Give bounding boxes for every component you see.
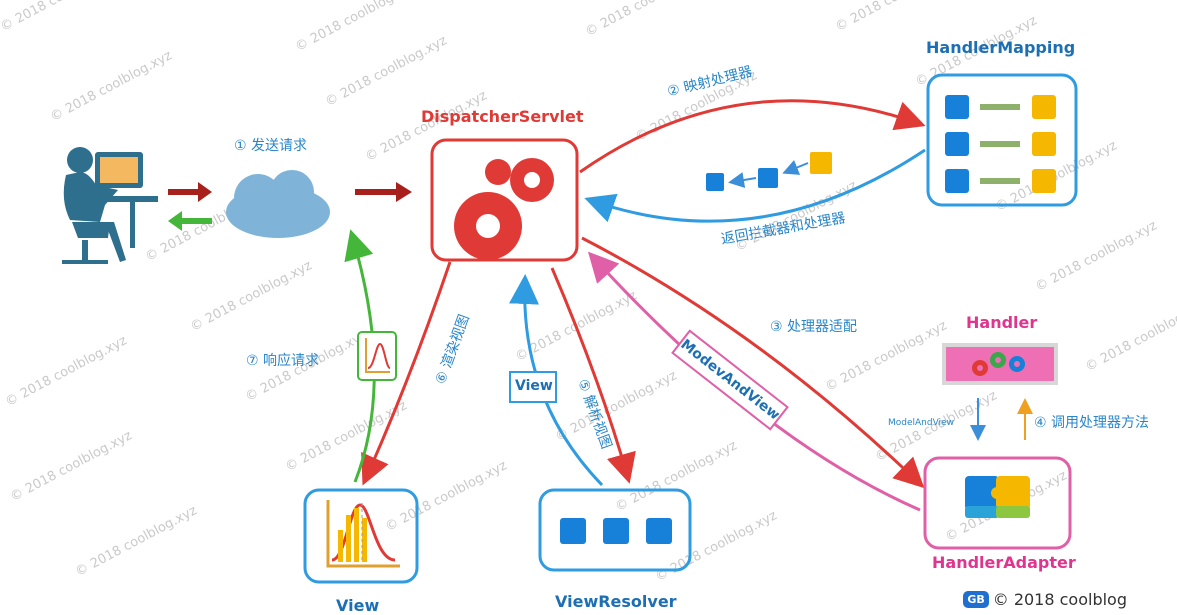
view-tag-box xyxy=(509,371,557,403)
handler-title: Handler xyxy=(966,313,1038,332)
step-1-label: ① 发送请求 xyxy=(234,138,308,154)
puzzle-icon xyxy=(965,476,1030,518)
user-icon xyxy=(62,147,158,264)
view-resolver-title: ViewResolver xyxy=(555,592,677,611)
footer-text: © 2018 coolblog xyxy=(992,590,1127,609)
handler-gears-icon xyxy=(972,352,1025,376)
view-resolver-box xyxy=(538,488,692,572)
network-cloud-icon xyxy=(226,170,330,238)
chart-icon xyxy=(326,500,400,568)
handler-adapter-box xyxy=(923,456,1072,550)
adapt-handler-arrow xyxy=(581,236,925,489)
view-tag-label: View xyxy=(515,378,553,394)
map-handler-arrow xyxy=(579,99,926,174)
view-box xyxy=(303,488,419,584)
handler-mapping-title: HandlerMapping xyxy=(926,38,1076,57)
step-4-label: ④ 调用处理器方法 xyxy=(1034,415,1150,431)
mini-chart-icon xyxy=(357,331,397,381)
render-view-arrow xyxy=(361,261,452,486)
dispatcher-servlet-title: DispatcherServlet xyxy=(421,107,584,126)
resolver-blocks-icon xyxy=(560,518,672,544)
response-arrow xyxy=(168,211,212,231)
gb-badge-icon: GB xyxy=(963,591,989,608)
step-3-label: ③ 处理器适配 xyxy=(770,319,858,335)
modev-and-view-tag xyxy=(671,329,789,431)
return-chain-arrow xyxy=(584,148,926,223)
footer-copyright: GB © 2018 coolblog xyxy=(963,590,1127,609)
view-title: View xyxy=(336,596,380,615)
dispatcher-servlet-box xyxy=(430,138,579,262)
model-and-view-small-label: ModelAndView xyxy=(888,418,954,428)
mapping-rows-icon xyxy=(945,95,1056,193)
handler-adapter-title: HandlerAdapter xyxy=(932,553,1076,572)
forward-arrow xyxy=(355,182,412,202)
resolve-view-arrow xyxy=(550,267,636,484)
step-7-label: ⑦ 响应请求 xyxy=(246,353,320,369)
gears-icon xyxy=(454,158,554,260)
request-arrow xyxy=(168,182,212,202)
interceptor-chain-icon xyxy=(706,152,832,191)
handler-mapping-box xyxy=(926,73,1078,207)
